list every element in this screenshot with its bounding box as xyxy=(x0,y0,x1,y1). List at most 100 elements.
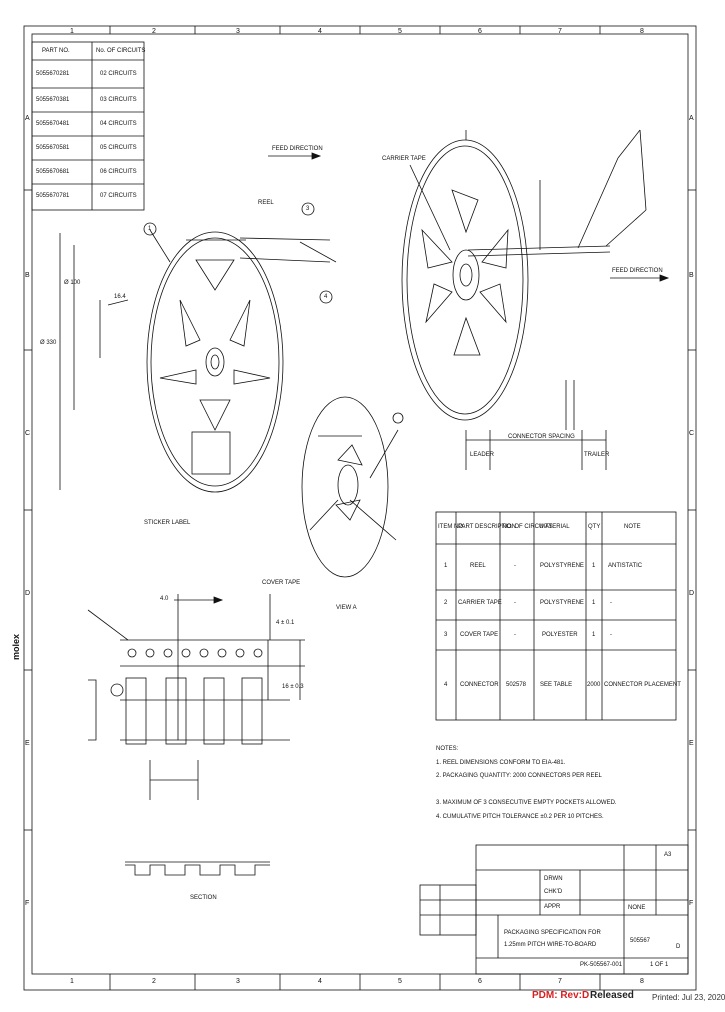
spec-row-3-mat: SEE TABLE xyxy=(540,682,573,688)
row-label-e-r: E xyxy=(689,740,694,747)
leader-label: LEADER xyxy=(470,452,495,458)
col-label-4b: 4 xyxy=(318,978,322,985)
spec-row-3-note: CONNECTOR PLACEMENT xyxy=(604,682,681,688)
series-number: 505567 xyxy=(630,938,651,944)
note-line-1: 1. REEL DIMENSIONS CONFORM TO EIA-481. xyxy=(436,760,566,766)
spec-row-3-circ: 502578 xyxy=(506,682,527,688)
format-size: A3 xyxy=(664,852,672,858)
feed-direction-left: FEED DIRECTION xyxy=(272,146,323,152)
col-label-2: 2 xyxy=(152,28,156,35)
doc-number: PK-505567-001 xyxy=(580,962,623,968)
part-row-0-no: 5055670281 xyxy=(36,71,70,77)
notes-title: NOTES: xyxy=(436,746,459,752)
checked-label: CHK'D xyxy=(544,889,563,895)
col-label-5b: 5 xyxy=(398,978,402,985)
spec-header-circ: NO. OF CIRCUITS xyxy=(502,524,553,530)
cover-tape-label: COVER TAPE xyxy=(262,580,301,586)
col-label-4: 4 xyxy=(318,28,322,35)
row-label-a-r: A xyxy=(689,115,694,122)
part-row-4-circ: 06 CIRCUITS xyxy=(100,169,137,175)
spec-row-2-mat: POLYESTER xyxy=(542,632,578,638)
col-label-1: 1 xyxy=(70,28,74,35)
part-row-4-no: 5055670681 xyxy=(36,169,70,175)
spec-row-2-note: - xyxy=(610,632,612,638)
part-row-2-no: 5055670481 xyxy=(36,121,70,127)
drawn-label: DRWN xyxy=(544,876,563,882)
dia-330-label: Ø 330 xyxy=(40,340,57,346)
row-label-d-r: D xyxy=(689,590,695,597)
note-line-3: 3. MAXIMUM OF 3 CONSECUTIVE EMPTY POCKET… xyxy=(436,800,617,806)
scale: NONE xyxy=(628,905,646,911)
note-line-4: 4. CUMULATIVE PITCH TOLERANCE ±0.2 PER 1… xyxy=(436,814,604,820)
spec-row-1-qty: 1 xyxy=(592,600,596,606)
spec-header-desc: PART DESCRIPTION xyxy=(458,524,517,530)
part-row-0-circ: 02 CIRCUITS xyxy=(100,71,137,77)
approved-label: APPR xyxy=(544,904,561,910)
row-label-c: C xyxy=(25,430,31,437)
connector-spacing-label: CONNECTOR SPACING xyxy=(508,434,575,440)
part-row-5-circ: 07 CIRCUITS xyxy=(100,193,137,199)
pdm-revision: PDM: Rev:D xyxy=(532,990,590,1001)
part-table-header-partno: PART NO. xyxy=(42,48,70,54)
title-line-1: PACKAGING SPECIFICATION FOR xyxy=(504,930,601,936)
part-row-1-no: 5055670381 xyxy=(36,97,70,103)
col-label-6b: 6 xyxy=(478,978,482,985)
part-row-5-no: 5055670781 xyxy=(36,193,70,199)
row-label-c-r: C xyxy=(689,430,695,437)
spec-header-note: NOTE xyxy=(624,524,641,530)
spec-header-qty: QTY xyxy=(588,524,601,530)
row-label-a: A xyxy=(25,115,30,122)
spec-row-1-circ: - xyxy=(514,600,516,606)
spec-row-3-qty: 2000 xyxy=(587,682,601,688)
spec-row-0-circ: - xyxy=(514,563,516,569)
col-label-5: 5 xyxy=(398,28,402,35)
part-table-header-circuits: No. OF CIRCUITS xyxy=(96,48,146,54)
spec-row-0-item: 1 xyxy=(444,563,448,569)
note-line-2: 2. PACKAGING QUANTITY: 2000 CONNECTORS P… xyxy=(436,773,602,779)
spec-row-1-item: 2 xyxy=(444,600,448,606)
spec-row-2-qty: 1 xyxy=(592,632,596,638)
spec-header-item: ITEM NO. xyxy=(438,524,465,530)
pitch-label: 4.0 xyxy=(160,596,169,602)
part-row-3-circ: 05 CIRCUITS xyxy=(100,145,137,151)
part-row-2-circ: 04 CIRCUITS xyxy=(100,121,137,127)
tape-width-label: 16 ± 0.3 xyxy=(282,684,304,690)
dia-100-label: Ø 100 xyxy=(64,280,81,286)
spec-row-1-mat: POLYSTYRENE xyxy=(540,600,584,606)
spec-header-mat: MATERIAL xyxy=(540,524,570,530)
col-label-1b: 1 xyxy=(70,978,74,985)
detail-balloon-4: 4 xyxy=(324,294,328,300)
spec-row-3-item: 4 xyxy=(444,682,448,688)
row-label-b-r: B xyxy=(689,272,694,279)
col-label-2b: 2 xyxy=(152,978,156,985)
spec-row-0-note: ANTISTATIC xyxy=(608,563,643,569)
part-row-3-no: 5055670581 xyxy=(36,145,70,151)
revision: D xyxy=(676,944,681,950)
row-label-b: B xyxy=(25,272,30,279)
trailer-label: TRAILER xyxy=(584,452,610,458)
col-label-3b: 3 xyxy=(236,978,240,985)
title-line-2: 1.25mm PITCH WIRE-TO-BOARD xyxy=(504,942,597,948)
col-label-8: 8 xyxy=(640,28,644,35)
row-label-d: D xyxy=(25,590,31,597)
reel-sticker-label: STICKER LABEL xyxy=(144,520,191,526)
row-label-f: F xyxy=(25,900,30,907)
print-date: Printed: Jul 23, 2020 xyxy=(652,993,725,1002)
carrier-tape-label: CARRIER TAPE xyxy=(382,156,426,162)
spec-row-0-desc: REEL xyxy=(470,563,486,569)
width-label: 16.4 xyxy=(114,294,126,300)
feed-direction-right: FEED DIRECTION xyxy=(612,268,663,274)
view-a-label: VIEW A xyxy=(336,605,357,611)
company-logo: molex xyxy=(11,633,21,660)
col-label-7b: 7 xyxy=(558,978,562,985)
section-label: SECTION xyxy=(190,895,217,901)
reel-label: REEL xyxy=(258,200,274,206)
sheet-number: 1 OF 1 xyxy=(650,962,669,968)
spec-row-1-note: - xyxy=(610,600,612,606)
part-row-1-circ: 03 CIRCUITS xyxy=(100,97,137,103)
spec-row-1-desc: CARRIER TAPE xyxy=(458,600,502,606)
spec-row-0-qty: 1 xyxy=(592,563,596,569)
spec-row-2-circ: - xyxy=(514,632,516,638)
